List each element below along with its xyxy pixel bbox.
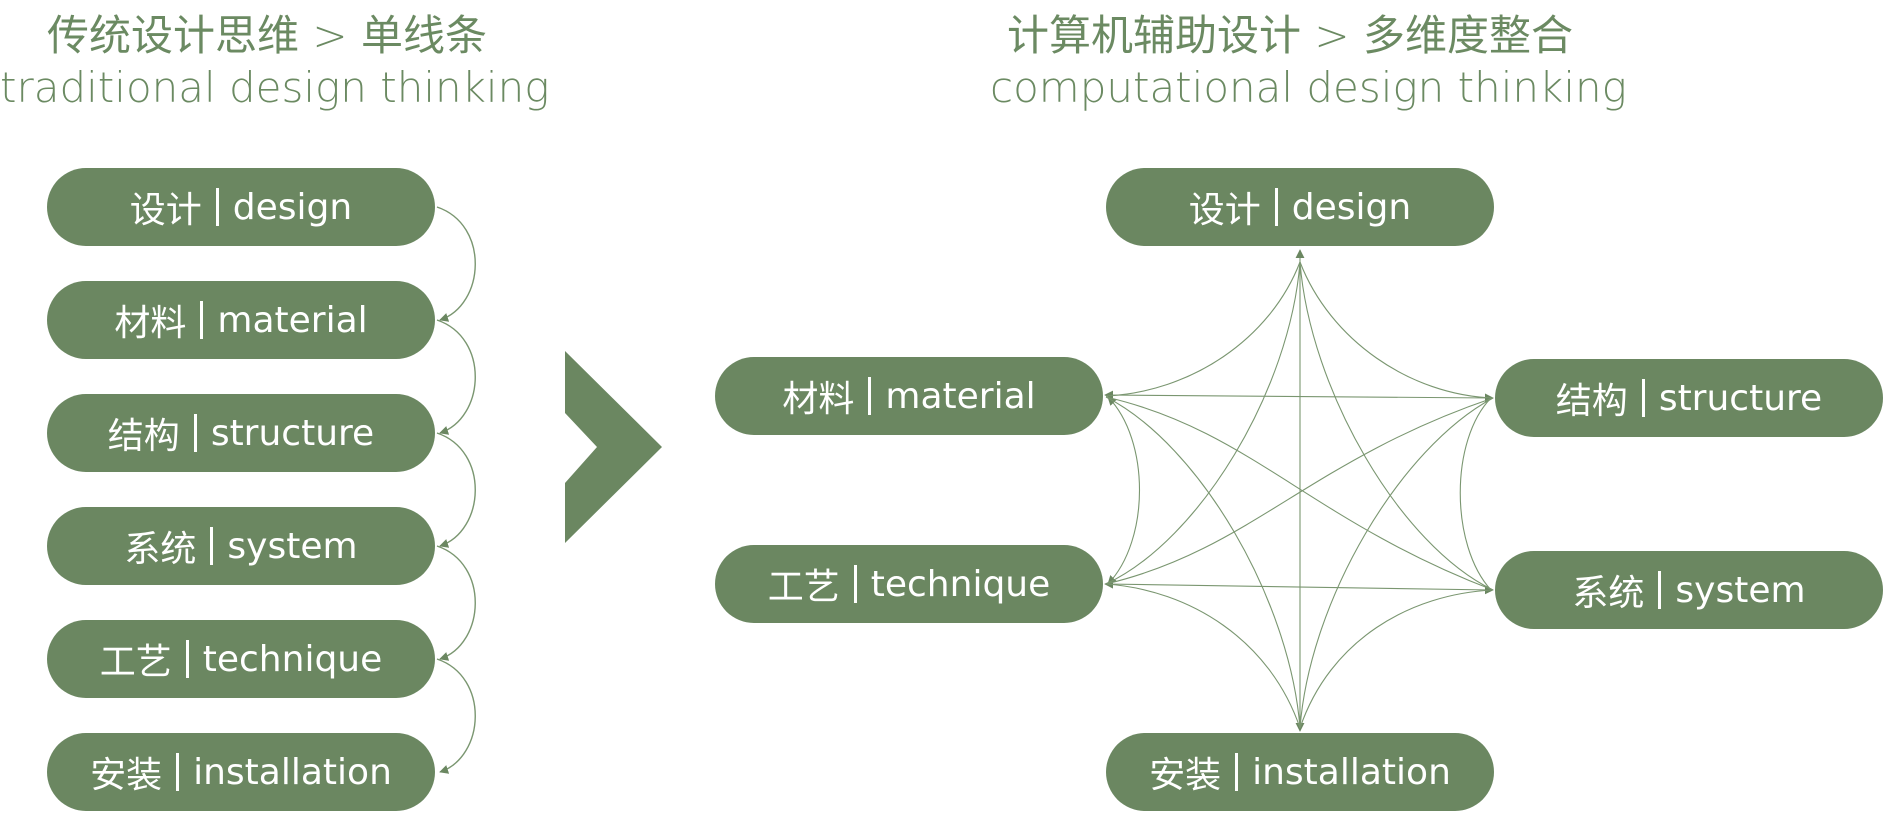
node-label-zh: 材料 [782, 379, 855, 420]
edge-material-technique [1107, 396, 1140, 585]
node-label-en: design [1291, 186, 1412, 228]
right-title-en: computational design thinking [990, 63, 1627, 112]
node-label-en: system [227, 525, 358, 567]
transition-chevron [565, 351, 662, 543]
left-node-technique: 工艺 technique [47, 620, 435, 698]
edge-installation-system [1299, 589, 1494, 729]
edge-installation-structure [1299, 397, 1494, 729]
right-title-zh: 计算机辅助设计 > 多维度整合 [1007, 11, 1573, 60]
node-label-en: material [885, 375, 1036, 417]
network-node-structure: 结构 structure [1495, 359, 1883, 437]
node-label-zh: 结构 [1555, 381, 1628, 422]
seq-arrow-1 [436, 206, 476, 322]
node-separator [200, 301, 204, 339]
seq-arrow-3 [436, 432, 476, 548]
node-label-en: technique [202, 638, 383, 680]
edge-material-structure [1104, 390, 1494, 403]
left-node-material: 材料 material [47, 281, 435, 359]
node-label-zh: 工艺 [767, 567, 840, 608]
left-title-zh: 传统设计思维 > 单线条 [47, 11, 487, 60]
node-separator [185, 640, 189, 678]
node-label-en: structure [1658, 377, 1823, 419]
left-node-system: 系统 system [47, 507, 435, 585]
right-title: 计算机辅助设计 > 多维度整合 computational design thi… [990, 10, 1627, 114]
node-label-en: installation [193, 751, 392, 793]
node-separator [193, 414, 197, 452]
node-separator [853, 565, 857, 603]
edge-design-technique [1105, 261, 1301, 585]
edge-structure-system [1459, 397, 1492, 591]
node-label-en: structure [210, 412, 375, 454]
node-label-zh: 材料 [114, 303, 187, 344]
edge-installation-technique [1105, 583, 1301, 729]
edge-design-structure [1299, 261, 1494, 399]
edge-installation-material [1105, 396, 1301, 729]
left-node-design: 设计 design [47, 168, 435, 246]
network-edges [1104, 249, 1494, 732]
node-separator [868, 377, 872, 415]
sequence-arrows [436, 206, 476, 774]
edge-technique-system [1104, 579, 1494, 595]
seq-arrow-4 [436, 545, 476, 661]
network-node-design: 设计 design [1106, 168, 1494, 246]
node-separator [1274, 188, 1278, 226]
edge-design-material [1105, 261, 1301, 397]
node-label-zh: 设计 [1188, 190, 1261, 231]
node-separator [176, 753, 180, 791]
node-separator [215, 188, 219, 226]
node-label-zh: 系统 [124, 529, 197, 570]
node-separator [1641, 379, 1645, 417]
node-separator [210, 527, 214, 565]
seq-arrow-5 [436, 658, 476, 774]
network-node-system: 系统 system [1495, 551, 1883, 629]
seq-arrow-2 [436, 319, 476, 435]
node-label-en: design [232, 186, 353, 228]
edge-design-system [1299, 261, 1494, 591]
node-label-en: system [1675, 569, 1806, 611]
node-label-en: technique [870, 563, 1051, 605]
network-node-installation: 安装 installation [1106, 733, 1494, 811]
left-title-en: traditional design thinking [0, 63, 550, 112]
node-label-zh: 系统 [1572, 573, 1645, 614]
edge-material-system [1105, 396, 1494, 591]
left-title: 传统设计思维 > 单线条 traditional design thinking [0, 10, 550, 114]
node-label-zh: 工艺 [99, 642, 172, 683]
network-node-material: 材料 material [715, 357, 1103, 435]
left-node-structure: 结构 structure [47, 394, 435, 472]
node-label-en: material [217, 299, 368, 341]
edge-technique-structure [1105, 397, 1494, 585]
node-label-zh: 结构 [107, 416, 180, 457]
left-node-installation: 安装 installation [47, 733, 435, 811]
node-label-zh: 安装 [1149, 755, 1222, 796]
network-node-technique: 工艺 technique [715, 545, 1103, 623]
node-separator [1235, 753, 1239, 791]
node-label-en: installation [1252, 751, 1451, 793]
node-separator [1658, 571, 1662, 609]
node-label-zh: 安装 [90, 755, 163, 796]
node-label-zh: 设计 [129, 190, 202, 231]
